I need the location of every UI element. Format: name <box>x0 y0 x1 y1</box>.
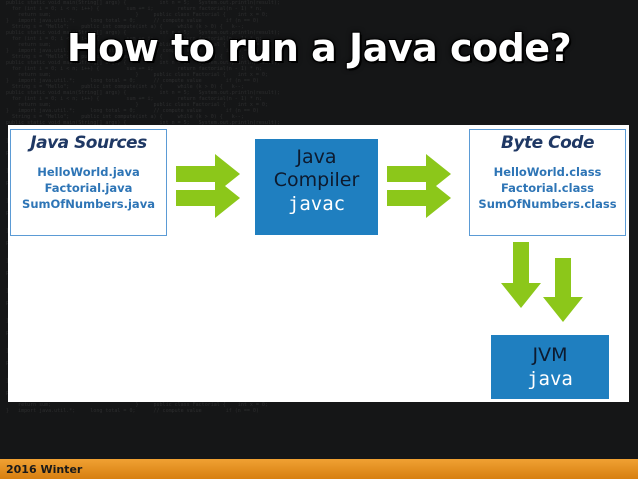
source-file-item: Factorial.java <box>44 181 133 195</box>
class-file-item: SumOfNumbers.class <box>478 197 617 211</box>
down-arrow-icon <box>501 242 541 308</box>
java-sources-title: Java Sources <box>30 133 147 153</box>
compiler-label-line1: Java <box>296 146 337 168</box>
jvm-label: JVM <box>532 344 568 366</box>
java-sources-box: Java Sources HelloWorld.java Factorial.j… <box>10 129 167 236</box>
source-file-item: SumOfNumbers.java <box>22 197 155 211</box>
jvm-command: java <box>527 368 573 390</box>
compiler-command: javac <box>287 193 346 215</box>
right-arrow-icon <box>387 178 451 218</box>
footer-label: 2016 Winter <box>6 463 83 476</box>
right-arrow-icon <box>387 154 451 194</box>
class-file-item: HelloWorld.class <box>493 165 602 179</box>
compiler-label-line2: Compiler <box>273 169 360 191</box>
down-arrow-icon <box>543 258 583 322</box>
footer-bar <box>0 459 638 479</box>
byte-code-title: Byte Code <box>501 133 594 153</box>
right-arrow-icon <box>176 154 240 194</box>
slide-title: How to run a Java code? <box>66 26 572 70</box>
jvm-box: JVM java <box>491 335 609 399</box>
byte-code-box: Byte Code HelloWorld.class Factorial.cla… <box>469 129 626 236</box>
source-file-item: HelloWorld.java <box>37 165 140 179</box>
class-file-item: Factorial.class <box>500 181 595 195</box>
java-compiler-box: Java Compiler javac <box>255 139 378 235</box>
right-arrow-icon <box>176 178 240 218</box>
